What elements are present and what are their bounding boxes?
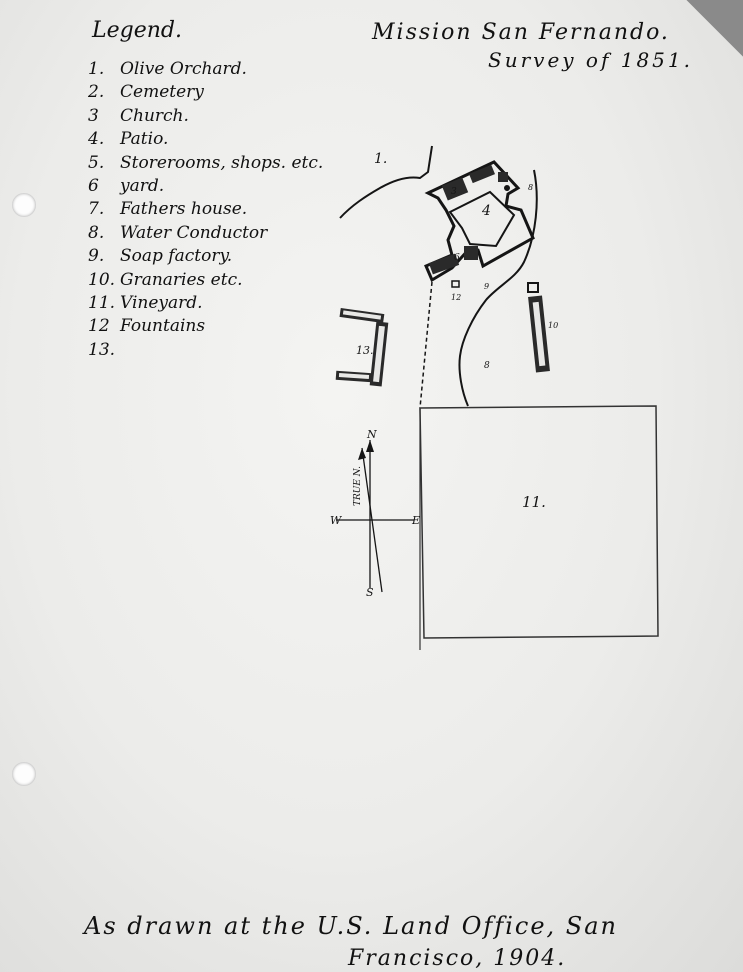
main-quadrangle (424, 160, 535, 283)
legend-number: 13. (88, 339, 116, 360)
legend-number: 7. (88, 199, 105, 220)
legend-item: 4. Patio. (88, 128, 323, 151)
legend-label: Cemetery (120, 82, 204, 103)
legend-number: 11. (88, 292, 116, 313)
punch-hole-bottom (12, 762, 36, 786)
legend-item: 5. Storerooms, shops. etc. (88, 152, 323, 175)
granaries (527, 282, 550, 373)
compass-rose (336, 440, 414, 593)
legend-item: 12 Fountains (88, 315, 323, 338)
legend-label: Fathers house. (120, 199, 248, 220)
label-church: 3 (451, 187, 457, 197)
label-fountain: 12 (451, 293, 461, 302)
legend-label: Olive Orchard. (120, 59, 247, 79)
compass-north: N (366, 428, 377, 441)
legend-number: 3 (88, 105, 99, 126)
legend-item: 1. Olive Orchard. (88, 58, 323, 81)
compass-east: E (411, 514, 420, 527)
vineyard-plot (419, 405, 659, 639)
label-vineyard: 11. (522, 493, 546, 511)
legend-number: 10. (88, 269, 116, 290)
label-building-13: 13. (356, 344, 374, 357)
legend-label: Storerooms, shops. etc. (120, 152, 324, 173)
legend-number: 5. (88, 152, 105, 173)
water-conductor (458, 169, 538, 407)
legend-label: Water Conductor (120, 222, 268, 243)
legend-item: 9. Soap factory. (88, 245, 323, 268)
legend-number: 8. (88, 222, 105, 243)
legend-list: 1. Olive Orchard. 2. Cemetery 3 Church. 4. P… (88, 58, 323, 362)
orchard-boundary (339, 145, 433, 219)
label-granaries: 10 (548, 321, 558, 330)
compass-south: S (366, 586, 374, 599)
legend-title: Legend. (92, 18, 182, 43)
legend-label: Patio. (120, 129, 169, 150)
label-soap-factory: 9 (484, 282, 489, 291)
legend-item: 13. (88, 339, 323, 362)
legend-number: 4. (88, 129, 105, 150)
map-title: Mission San Fernando. (372, 20, 670, 45)
legend-number: 2. (88, 82, 105, 103)
legend-label: Vineyard. (120, 292, 203, 313)
legend-item: 6 yard. (88, 175, 323, 198)
legend-label: Granaries etc. (120, 269, 243, 290)
label-water-conductor-upper: 8 (528, 183, 533, 192)
map-subtitle: Survey of 1851. (488, 48, 693, 72)
legend-number: 6 (88, 175, 99, 196)
legend-item: 8. Water Conductor (88, 222, 323, 245)
legend-label: yard. (120, 175, 165, 196)
legend-item: 3 Church. (88, 105, 323, 128)
label-yard: 6 (454, 253, 460, 263)
fountain-marker (451, 280, 460, 288)
footer-line-1: As drawn at the U.S. Land Office, San (84, 912, 618, 940)
legend-item: 7. Fathers house. (88, 198, 323, 221)
legend-label: Church. (120, 105, 189, 126)
legend-label: Fountains (120, 316, 206, 337)
legend-item: 2. Cemetery (88, 81, 323, 104)
footer-line-2: Francisco, 1904. (348, 946, 567, 971)
label-orchard: 1. (374, 151, 387, 167)
punch-hole-top (12, 193, 36, 217)
legend-item: 10.Granaries etc. (88, 269, 323, 292)
legend-item: 11.Vineyard. (88, 292, 323, 315)
legend-label: Soap factory. (120, 246, 233, 267)
compass-true-north: TRUE N. (353, 466, 363, 506)
legend-number: 12 (88, 316, 110, 337)
label-patio: 4 (481, 203, 491, 219)
dashed-boundary (419, 281, 433, 409)
compass-west: W (330, 514, 343, 527)
legend-number: 1. (88, 59, 105, 79)
building-13 (335, 307, 389, 387)
label-water-conductor-lower: 8 (484, 361, 490, 371)
legend-number: 9. (88, 246, 105, 267)
